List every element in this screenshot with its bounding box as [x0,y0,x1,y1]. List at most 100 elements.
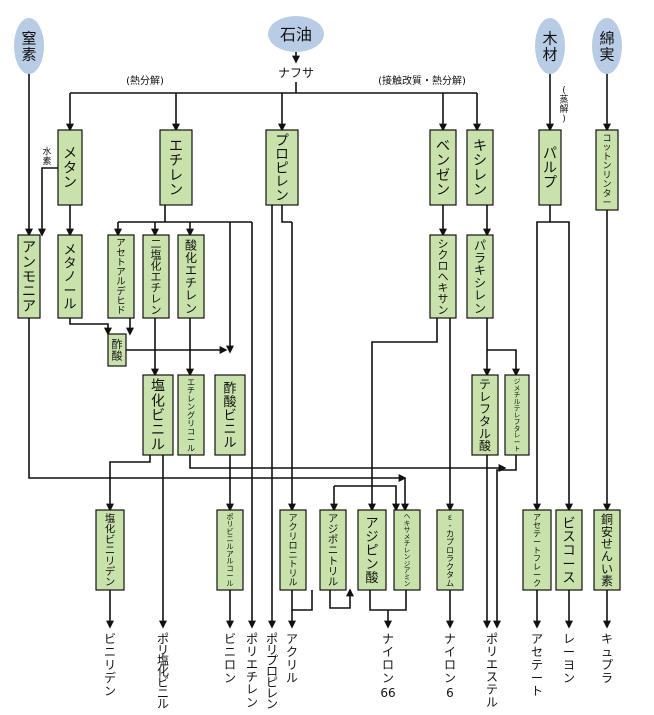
ethylene-oxide-box [177,234,205,319]
oil-source-label: 石油 [280,25,312,44]
ethylene-dichloride-box [142,234,170,319]
acrylonitrile-node: アクリロニトリル [279,509,307,591]
vinylidene-fiber-label: ビニリデン [104,632,116,698]
propylene-label: プロピレン [275,133,289,204]
ethylene-dichloride-label: 二塩化エチレン [151,237,162,316]
vinyl-acetate-node: 酢酸ビニル [214,374,246,456]
pulp-box [538,129,562,206]
dimethyl-terephthalate-box [504,374,530,456]
terephthalic-acid-node: テレフタル酸 [471,374,499,456]
acrylonitrile-label: アクリロニトリル [288,514,297,589]
acetate-flake-box [522,509,552,591]
oil-source: 石油 [268,16,324,52]
paraxylene-label: パラキシレン [474,238,486,315]
caprolactam-node: ε-カプロラクタム [436,509,464,591]
connector-line [368,318,438,512]
hydrogen-label: 水素 [42,146,51,167]
acetic-acid-node: 酢酸 [107,333,127,367]
xylene-box [466,129,494,206]
connector-line [487,349,520,377]
adipic-acid-node: アジピン酸 [357,509,387,591]
polyvinyl-alcohol-node: ポリビニルアルコール [216,509,244,591]
nitrogen-source: 窒素 [14,18,44,74]
cotton-source: 綿実 [592,18,622,74]
methane-node: メタン [57,129,83,206]
xylene-node: キシレン [466,129,494,206]
vinylidene-chloride-node: 塩化ビニリデン [95,509,125,591]
vinylidene-chloride-label: 塩化ビニリデン [105,512,116,588]
benzene-label: ベンゼン [436,138,450,198]
connector-line [106,455,151,512]
methane-label: メタン [63,146,77,191]
vinylidene-chloride-box [95,509,125,591]
hexamethylenediamine-node: ヘキサメチレンジアミン [393,509,421,591]
vinyl-chloride-node: 塩化ビニル [142,374,174,456]
naphtha-label: ナフサ [278,66,314,80]
ethylene-glycol-node: エチレングリコール [177,374,205,456]
cyclohexane-label: シクロヘキサン [438,237,449,316]
cuprammonium-node: 銅安せんい素 [593,509,621,591]
polyvinyl-alcohol-label: ポリビニルアルコール [226,512,233,588]
cyclohexane-box [429,234,457,319]
polypropylene-fiber-label: ポリプロピレン [266,632,278,711]
ammonia-label: アンモニア [22,240,36,315]
connector-line [533,205,551,512]
terephthalic-acid-box [471,374,499,456]
pulp-node: パルプ [538,129,562,206]
acetaldehyde-node: アセトアルデヒド [107,234,135,319]
polyvinyl-alcohol-box [216,509,244,591]
ethylene-oxide-node: 酸化エチレン [177,234,205,319]
adipic-acid-box [357,509,387,591]
connector-line [291,590,313,611]
vinyl-chloride-label: 塩化ビニル [151,379,165,454]
methanol-label: メタノール [63,243,76,313]
thermal-cracking-label: (熱分解) [126,74,164,87]
digestion-label: (蒸解) [559,86,568,124]
cyclohexane-node: シクロヘキサン [429,234,457,319]
cuprammonium-box [593,509,621,591]
pulp-label: パルプ [543,146,557,191]
propylene-box [265,129,299,206]
connector-line [281,205,292,223]
methanol-box [57,234,83,319]
viscose-box [555,509,583,591]
connector-line [38,167,58,237]
dimethyl-terephthalate-label: ジメチルテレフタレート [514,378,521,453]
acrylic-fiber-label: アクリル [286,632,298,685]
acetaldehyde-label: アセトアルデヒド [116,238,126,316]
connector-line [329,588,354,609]
benzene-box [429,129,457,206]
vinylon-fiber-label: ビニロン [224,632,236,685]
connector-line [550,221,573,512]
polyethylene-fiber-label: ポリエチレン [246,632,258,709]
acetic-acid-box [107,333,127,367]
connector-line [493,455,517,629]
ethylene-oxide-label: 酸化エチレン [185,237,197,315]
dimethyl-terephthalate-node: ジメチルテレフタレート [504,374,530,456]
catalytic-reforming-label: (接触改質・熱分解) [378,74,466,87]
adiponitrile-node: アジポニトリル [319,509,347,591]
caprolactam-box [436,509,464,591]
hexamethylenediamine-label: ヘキサメチレンジアミン [404,513,411,588]
cupra-fiber-label: キュプラ [601,632,613,685]
acetic-acid-label: 酢酸 [112,337,123,363]
ammonia-node: アンモニア [17,234,41,319]
cotton-linter-node: コットンリンター [595,129,619,211]
hexamethylenediamine-box [393,509,421,591]
connector-line [69,318,112,336]
ethylene-glycol-box [177,374,205,456]
adiponitrile-label: アジポニトリル [328,513,338,588]
ethylene-dichloride-node: 二塩化エチレン [142,234,170,319]
acetate-flake-label: アセテートフレーク [533,513,541,588]
paraxylene-box [466,234,494,319]
vinyl-acetate-label: 酢酸ビニル [223,381,236,451]
terephthalic-acid-label: テレフタル酸 [479,377,491,453]
cotton-linter-box [595,129,619,211]
connector-line [189,455,507,472]
acetaldehyde-box [107,234,135,319]
caprolactam-label: ε-カプロラクタム [446,513,454,588]
